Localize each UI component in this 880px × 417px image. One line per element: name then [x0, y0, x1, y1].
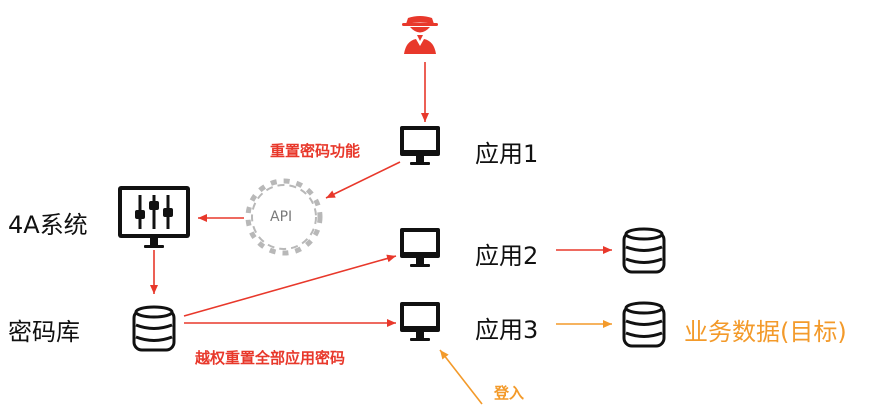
arrow-app1-to-api	[325, 161, 401, 199]
app3-monitor-icon	[400, 302, 440, 341]
app2-db-icon	[622, 227, 666, 274]
arrow-db-to-app2	[183, 254, 397, 317]
reset-function-label: 重置密码功能	[270, 142, 361, 160]
4a-system-label: 4A系统	[8, 211, 88, 239]
app2-label: 应用2	[475, 242, 539, 270]
gear-icon	[245, 178, 323, 256]
app1-monitor-icon	[400, 126, 440, 165]
login-label: 登入	[494, 384, 525, 402]
app3-label: 应用3	[475, 316, 539, 344]
api-label: API	[270, 209, 293, 225]
password-db-label: 密码库	[8, 318, 80, 346]
hacker-icon	[402, 16, 438, 54]
app1-label: 应用1	[475, 140, 539, 168]
control-panel-icon	[118, 186, 190, 248]
arrow-login-to-app3	[439, 349, 483, 405]
password-db-icon	[132, 305, 176, 352]
business-data-label: 业务数据(目标)	[684, 318, 847, 346]
app2-monitor-icon	[400, 228, 440, 267]
business-db-icon	[622, 301, 666, 348]
privilege-reset-label: 越权重置全部应用密码	[195, 349, 346, 367]
